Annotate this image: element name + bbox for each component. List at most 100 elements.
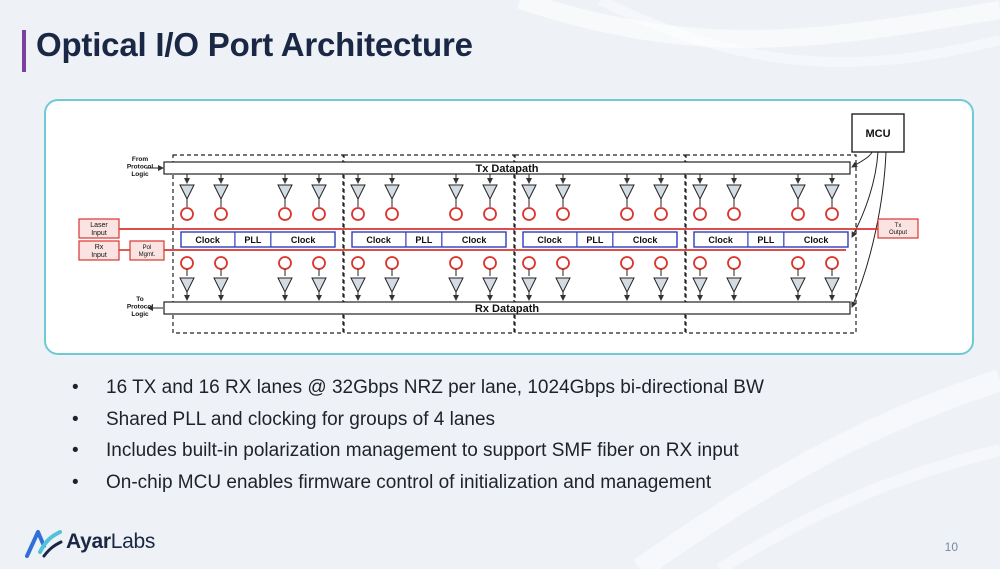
rx-ring-resonator — [693, 256, 707, 270]
clock-pll-strip — [351, 231, 507, 248]
rx-receiver-triangle — [726, 277, 742, 294]
tx-driver-triangle — [521, 184, 537, 201]
rx-input-label: Rx — [95, 244, 104, 251]
tx-driver-triangle — [619, 184, 635, 201]
page-title: Optical I/O Port Architecture — [36, 26, 473, 63]
clock-label: Clock — [195, 235, 221, 245]
rx-ring-resonator — [522, 256, 536, 270]
tx-output-label: Output — [889, 230, 907, 236]
rx-receiver-triangle — [619, 277, 635, 294]
pll-label: PLL — [244, 235, 262, 245]
clock-label: Clock — [291, 235, 317, 245]
bullet-dot-icon: • — [72, 377, 79, 398]
tx-driver-triangle — [482, 184, 498, 201]
page-number: 10 — [944, 540, 958, 554]
bullet-list: • 16 TX and 16 RX lanes @ 32Gbps NRZ per … — [72, 372, 952, 498]
bullet-text: Shared PLL and clocking for groups of 4 … — [106, 408, 496, 430]
lane-group-box — [172, 154, 344, 334]
tx-ring-resonator — [483, 207, 497, 221]
mcu-label: MCU — [865, 128, 890, 140]
tx-ring-resonator — [825, 207, 839, 221]
laser-input-label: Laser — [90, 222, 108, 229]
tx-driver-triangle — [555, 184, 571, 201]
clock-label: Clock — [537, 235, 563, 245]
ayarlabs-wave-logo-icon — [25, 530, 63, 558]
tx-driver-triangle — [179, 184, 195, 201]
tx-driver-triangle — [277, 184, 293, 201]
tx-ring-resonator — [693, 207, 707, 221]
rx-receiver-triangle — [824, 277, 840, 294]
rx-receiver-triangle — [521, 277, 537, 294]
rx-receiver-triangle — [555, 277, 571, 294]
from-protocol-logic-label: Protocol — [127, 164, 154, 171]
rx-ring-resonator — [791, 256, 805, 270]
clock-label: Clock — [633, 235, 659, 245]
clock-pll-strip — [180, 231, 336, 248]
rx-receiver-triangle — [311, 277, 327, 294]
bullet-item: • Shared PLL and clocking for groups of 4… — [72, 404, 952, 436]
rx-receiver-triangle — [213, 277, 229, 294]
rx-receiver-triangle — [350, 277, 366, 294]
ayarlabs-logo: AyarLabs — [24, 526, 184, 562]
bullet-text: On-chip MCU enables firmware control of … — [106, 471, 712, 493]
tx-ring-resonator — [727, 207, 741, 221]
clock-label: Clock — [804, 235, 830, 245]
rx-ring-resonator — [278, 256, 292, 270]
from-protocol-logic-label: From — [132, 156, 148, 163]
bullet-item: •Includes built-in polarization manageme… — [72, 435, 952, 467]
rx-ring-resonator — [654, 256, 668, 270]
tx-driver-triangle — [653, 184, 669, 201]
bullet-text: Includes built-in polarization managemen… — [106, 440, 739, 461]
rx-receiver-triangle — [692, 277, 708, 294]
clock-label: Clock — [366, 235, 392, 245]
tx-driver-triangle — [448, 184, 464, 201]
clock-pll-strip — [693, 231, 849, 248]
pll-label: PLL — [757, 235, 775, 245]
tx-datapath-bar — [163, 161, 851, 175]
mcu-link — [851, 151, 887, 308]
rx-input-label: Input — [91, 252, 107, 259]
rx-receiver-triangle — [384, 277, 400, 294]
tx-ring-resonator — [556, 207, 570, 221]
to-protocol-logic-label: To — [136, 296, 143, 303]
pol-mgmt-label: Pol — [143, 245, 152, 251]
laser-input-label: Input — [91, 230, 107, 237]
tx-ring-resonator — [278, 207, 292, 221]
rx-datapath-bar — [163, 301, 851, 315]
tx-ring-resonator — [385, 207, 399, 221]
rx-receiver-triangle — [179, 277, 195, 294]
lane-group-box — [514, 154, 686, 334]
tx-driver-triangle — [311, 184, 327, 201]
bullet-dot-icon: • — [72, 408, 79, 430]
pll-label: PLL — [586, 235, 604, 245]
tx-ring-resonator — [180, 207, 194, 221]
from-protocol-logic-label: Logic — [131, 171, 149, 178]
clock-label: Clock — [708, 235, 734, 245]
tx-output-label: Tx — [895, 223, 902, 229]
rx-ring-resonator — [214, 256, 228, 270]
rx-ring-resonator — [385, 256, 399, 270]
rx-ring-resonator — [556, 256, 570, 270]
tx-ring-resonator — [791, 207, 805, 221]
tx-datapath-label: Tx Datapath — [476, 163, 539, 175]
to-protocol-logic-label: Protocol — [127, 304, 154, 311]
rx-ring-resonator — [351, 256, 365, 270]
tx-ring-resonator — [449, 207, 463, 221]
rx-receiver-triangle — [653, 277, 669, 294]
tx-driver-triangle — [824, 184, 840, 201]
tx-driver-triangle — [726, 184, 742, 201]
bullet-text: 16 TX and 16 RX lanes @ 32Gbps NRZ per l… — [106, 377, 764, 398]
rx-receiver-triangle — [790, 277, 806, 294]
tx-ring-resonator — [312, 207, 326, 221]
rx-receiver-triangle — [448, 277, 464, 294]
clock-pll-strip — [522, 231, 678, 248]
rx-receiver-triangle — [277, 277, 293, 294]
rx-ring-resonator — [620, 256, 634, 270]
tx-driver-triangle — [692, 184, 708, 201]
tx-driver-triangle — [384, 184, 400, 201]
pol-mgmt-label: Mgmt. — [139, 252, 156, 258]
lane-group-box — [343, 154, 515, 334]
tx-ring-resonator — [351, 207, 365, 221]
